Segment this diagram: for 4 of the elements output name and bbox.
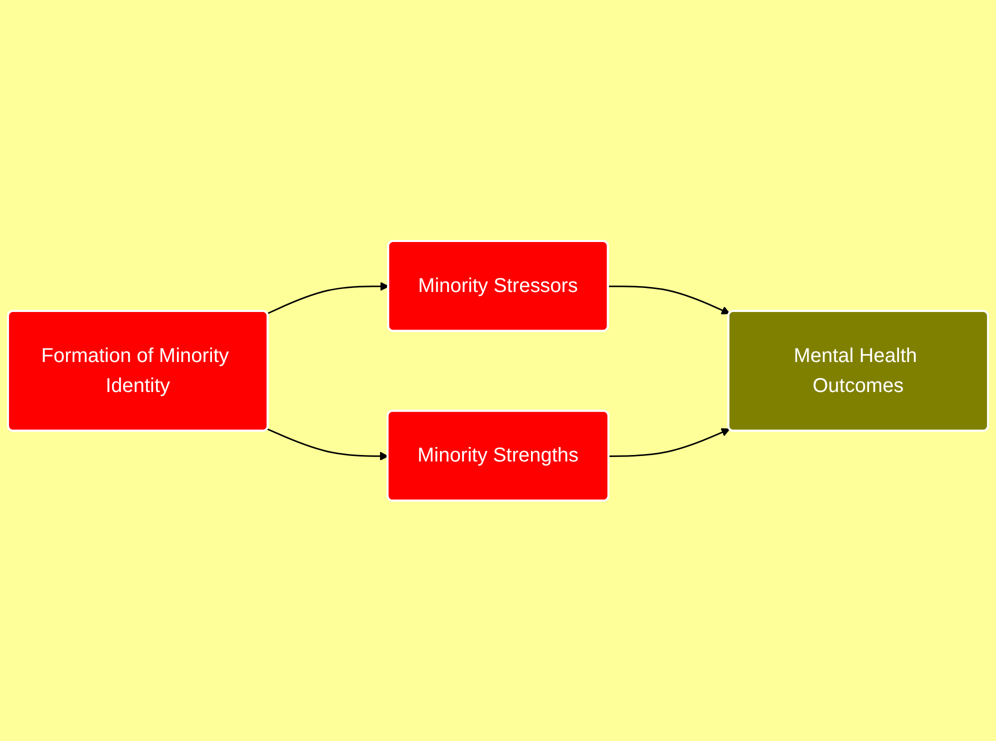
arrow: [267, 282, 390, 314]
arrow: [608, 285, 730, 314]
arrow: [608, 428, 730, 457]
arrow: [267, 428, 388, 460]
